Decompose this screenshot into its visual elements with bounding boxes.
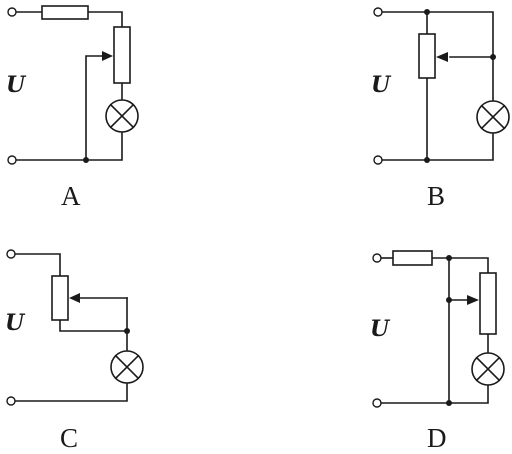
circuit-b-terminal-top	[373, 7, 383, 17]
circuit-b-junction-right	[490, 54, 496, 60]
circuit-b-lamp	[476, 100, 510, 134]
circuit-d: U D	[370, 250, 505, 453]
circuit-b-wires	[381, 11, 494, 161]
circuit-d-wires	[380, 257, 489, 404]
circuit-d-voltage-label: U	[370, 316, 391, 342]
circuit-b: U B	[371, 7, 510, 211]
circuit-d-junction-top	[446, 255, 452, 261]
circuit-c-terminal-top	[6, 249, 16, 259]
circuit-a-slider-arrow	[102, 51, 113, 61]
circuit-d-terminal-bottom	[372, 398, 382, 408]
circuit-c-wires	[14, 253, 128, 402]
circuit-b-letter: B	[427, 181, 445, 211]
circuit-d-rheostat	[479, 272, 497, 335]
circuit-c-junction	[124, 328, 130, 334]
circuit-a-terminal-top	[7, 7, 17, 17]
circuit-c-letter: C	[60, 423, 78, 453]
circuit-c-voltage-label: U	[5, 310, 26, 336]
circuit-c-terminal-bottom	[6, 396, 16, 406]
circuit-d-junction-bottom	[446, 400, 452, 406]
circuit-b-junction-top	[424, 9, 430, 15]
circuit-d-lamp	[471, 352, 505, 386]
circuit-d-terminal-top	[372, 253, 382, 263]
circuit-a-fixed-resistor	[41, 5, 89, 20]
circuit-a-terminal-bottom	[7, 155, 17, 165]
circuit-c: U C	[5, 249, 144, 453]
circuit-d-slider-arrow	[467, 295, 479, 305]
circuit-a-lamp	[105, 99, 139, 133]
circuit-c-lamp	[110, 350, 144, 384]
circuit-a-wires	[14, 11, 123, 161]
circuit-b-rheostat	[418, 33, 436, 79]
circuit-b-junction-bottom	[424, 157, 430, 163]
circuit-a-junction	[83, 157, 89, 163]
circuit-b-slider-arrow	[436, 52, 448, 62]
circuit-a-letter: A	[61, 181, 81, 211]
circuit-d-fixed-resistor	[392, 250, 433, 266]
circuit-b-voltage-label: U	[371, 72, 392, 98]
circuit-c-slider-arrow	[69, 293, 80, 303]
circuit-b-terminal-bottom	[373, 155, 383, 165]
circuit-d-letter: D	[427, 423, 447, 453]
circuit-c-rheostat	[51, 275, 69, 321]
circuit-a-rheostat	[113, 26, 131, 84]
circuit-a: U A	[6, 5, 139, 211]
circuit-a-voltage-label: U	[6, 72, 27, 98]
circuit-d-junction-middle	[446, 297, 452, 303]
